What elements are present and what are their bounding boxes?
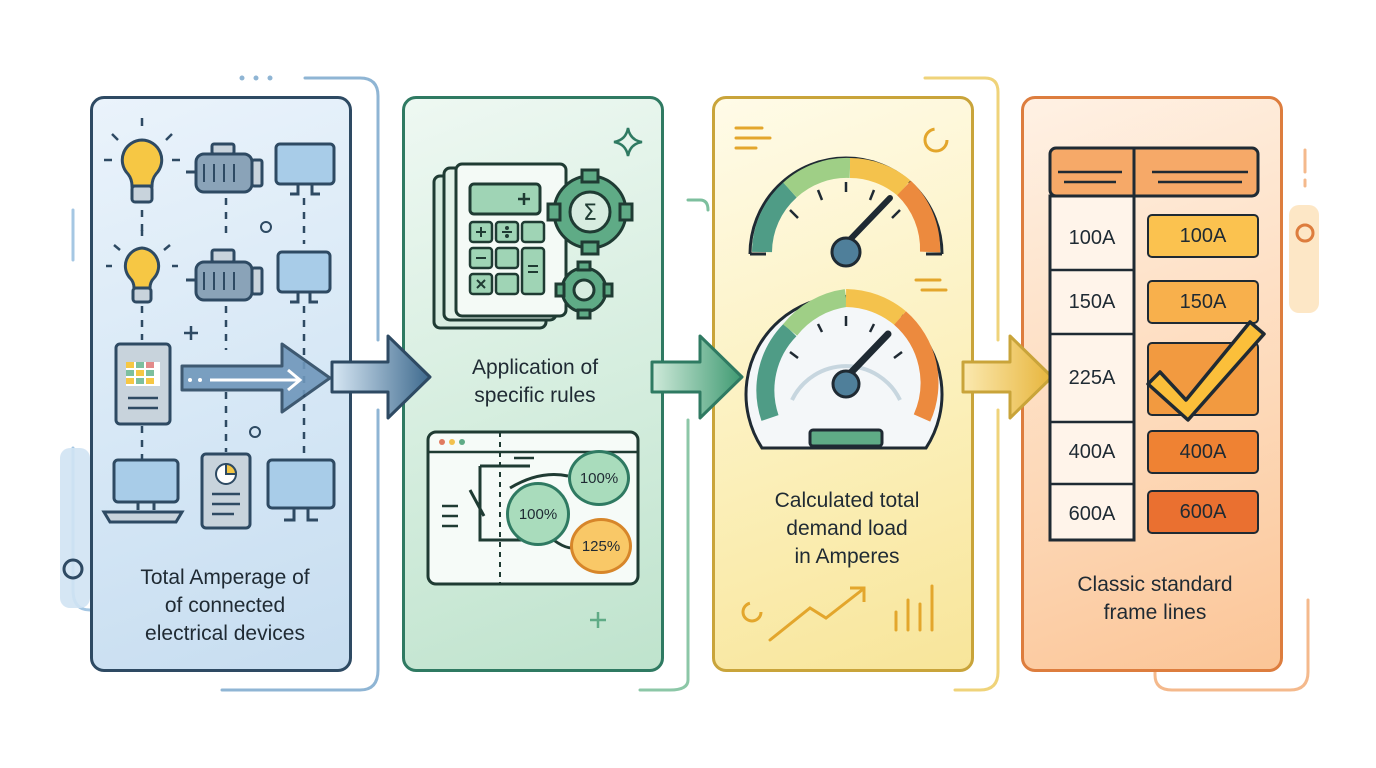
rule-percentage-bubble: 100% xyxy=(506,482,570,546)
monitor-icon xyxy=(274,142,336,196)
gear-sigma-icon: Σ xyxy=(546,168,634,256)
svg-text:Σ: Σ xyxy=(583,201,597,226)
arrow-right-icon xyxy=(330,334,432,420)
percentage-label: 100% xyxy=(518,505,558,523)
step-caption: Classic standard frame lines xyxy=(1077,573,1233,624)
percentage-label: 100% xyxy=(579,469,619,487)
computer-icon xyxy=(101,458,185,524)
checkmark-icon xyxy=(1146,320,1266,422)
gauge-icon xyxy=(748,156,944,268)
rule-percentage-bubble: 125% xyxy=(570,518,632,574)
trend-up-icon xyxy=(768,584,934,642)
document-chart-icon xyxy=(200,452,252,530)
step-caption: Total Amperage of of connected electrica… xyxy=(140,566,310,645)
frame-size-left: 225A xyxy=(1068,366,1116,389)
speedometer-icon xyxy=(744,289,944,450)
rule-percentage-bubble: 100% xyxy=(568,450,630,506)
frame-size-option: 100A xyxy=(1147,214,1259,258)
frame-size-option: 600A xyxy=(1147,490,1259,534)
calculator-icon xyxy=(432,162,568,330)
arrow-right-icon xyxy=(180,342,332,414)
lightbulb-icon xyxy=(106,230,178,304)
motor-icon xyxy=(186,142,264,194)
motor-icon xyxy=(186,248,264,302)
arrow-right-icon xyxy=(650,334,744,420)
step-caption: Calculated total demand load in Amperes xyxy=(774,489,920,568)
sparkle-icon xyxy=(613,127,643,157)
monitor-icon xyxy=(266,458,336,522)
step-caption: Application of specific rules xyxy=(471,356,599,407)
gear-icon xyxy=(554,260,614,320)
frame-size-left: 100A xyxy=(1068,226,1116,249)
panel-board-icon xyxy=(114,342,172,426)
frame-size-option: 150A xyxy=(1147,280,1259,324)
frame-size-left: 400A xyxy=(1068,440,1116,463)
frame-size-left: 600A xyxy=(1068,502,1116,525)
lightbulb-icon xyxy=(104,118,180,204)
monitor-icon xyxy=(276,250,332,304)
frame-size-option: 400A xyxy=(1147,430,1259,474)
frame-size-left: 150A xyxy=(1068,290,1116,313)
arrow-right-icon xyxy=(961,334,1054,420)
percentage-label: 125% xyxy=(581,537,621,555)
